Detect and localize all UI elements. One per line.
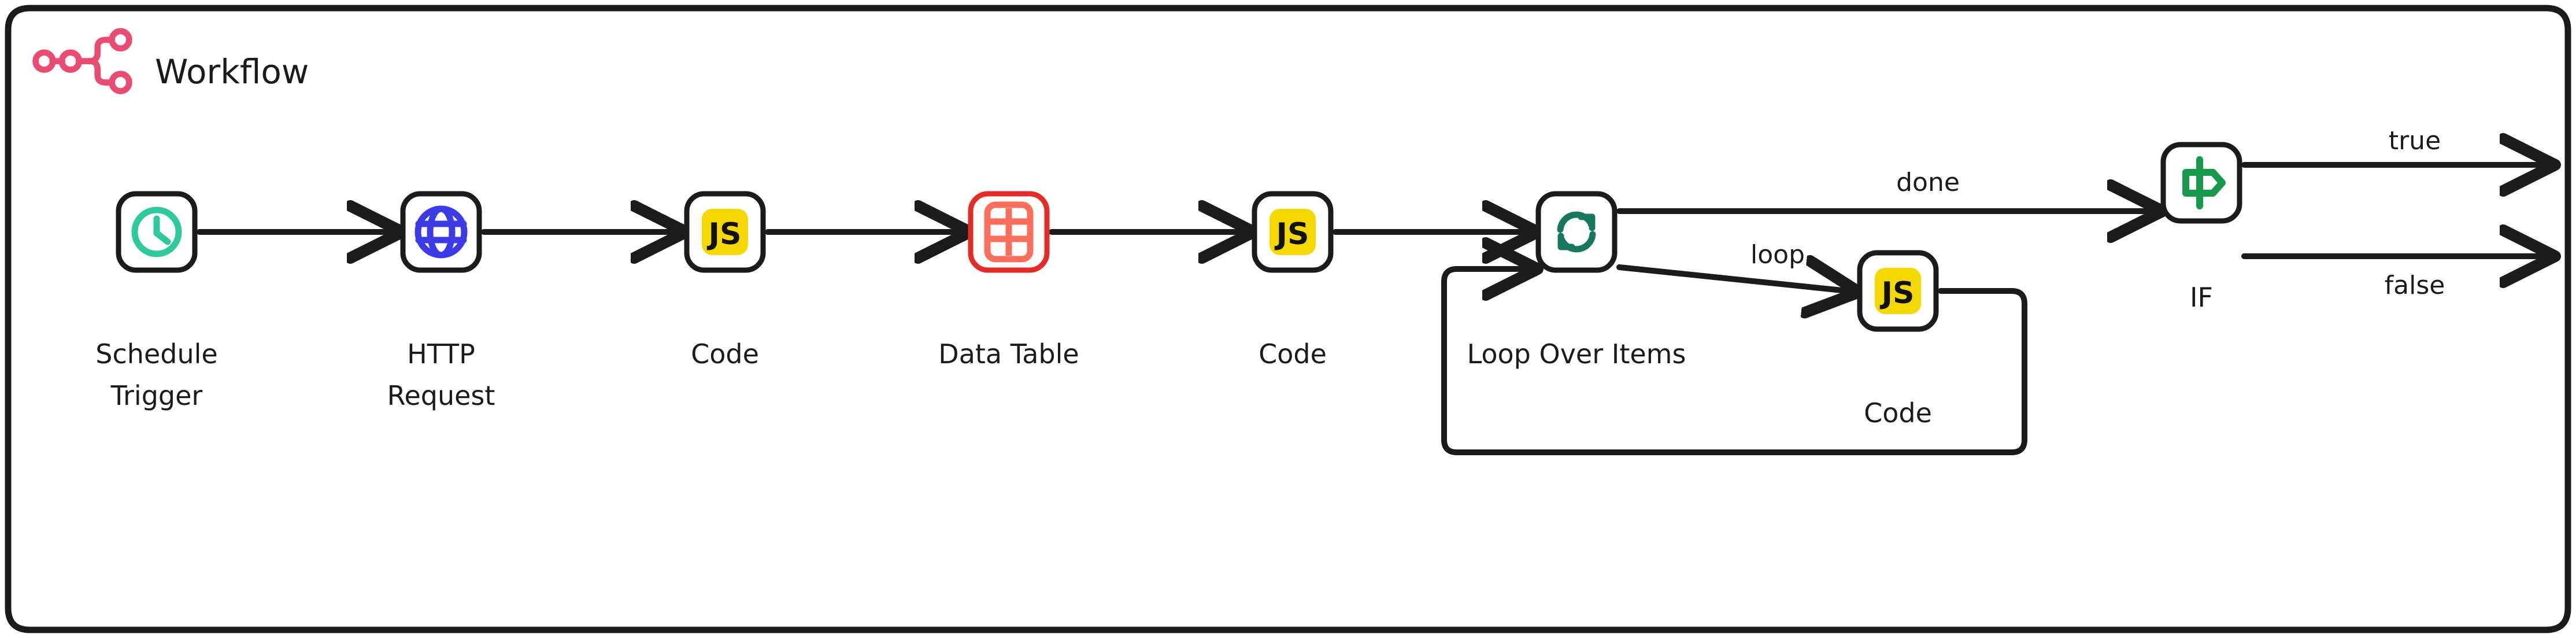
javascript-icon: JS (1270, 209, 1316, 255)
svg-text:JS: JS (707, 217, 742, 252)
node-code-1[interactable]: JS (684, 191, 766, 273)
edge-label-true: true (2389, 126, 2441, 156)
signpost-icon (2182, 156, 2226, 209)
loop-refresh-icon (1557, 211, 1596, 253)
edge-label-false: false (2385, 271, 2445, 300)
node-if[interactable] (2160, 142, 2242, 224)
node-label-http-request-line2: Request (387, 380, 495, 411)
node-label-loop-over-items: Loop Over Items (1467, 338, 1686, 370)
node-label-if: IF (2190, 282, 2213, 313)
node-label-data-table: Data Table (938, 338, 1079, 370)
node-box[interactable] (400, 191, 482, 273)
edge-label-loop: loop (1750, 240, 1805, 270)
table-grid-icon (984, 201, 1034, 263)
node-schedule-trigger[interactable] (116, 191, 198, 273)
svg-text:JS: JS (1275, 217, 1309, 252)
node-data-table[interactable] (968, 191, 1050, 273)
edge-label-done: done (1896, 168, 1960, 197)
node-label-schedule-trigger-line2: Trigger (110, 380, 203, 411)
node-label-code-3: Code (1864, 397, 1932, 429)
node-label-code-2: Code (1259, 338, 1327, 370)
javascript-icon: JS (1875, 268, 1921, 314)
node-http-request[interactable] (400, 191, 482, 273)
edge-code3-loopback-to-loop (1441, 269, 2027, 455)
svg-text:JS: JS (1880, 276, 1915, 311)
clock-icon (131, 206, 182, 257)
node-box[interactable] (1535, 191, 1618, 273)
node-label-schedule-trigger-line1: Schedule (95, 338, 217, 370)
workflow-frame (5, 5, 2571, 633)
node-label-http-request-line1: HTTP (407, 338, 475, 370)
globe-icon (414, 205, 468, 259)
workflow-logo-icon (32, 28, 132, 94)
edges-layer (197, 165, 2544, 455)
page-title: Workflow (155, 52, 309, 91)
node-loop-over-items[interactable] (1535, 191, 1618, 273)
edge-loop-loop-to-code3 (1616, 267, 1848, 291)
node-code-2[interactable]: JS (1252, 191, 1334, 273)
node-label-code-1: Code (691, 338, 759, 370)
javascript-icon: JS (702, 209, 748, 255)
node-code-3[interactable]: JS (1857, 250, 1939, 332)
